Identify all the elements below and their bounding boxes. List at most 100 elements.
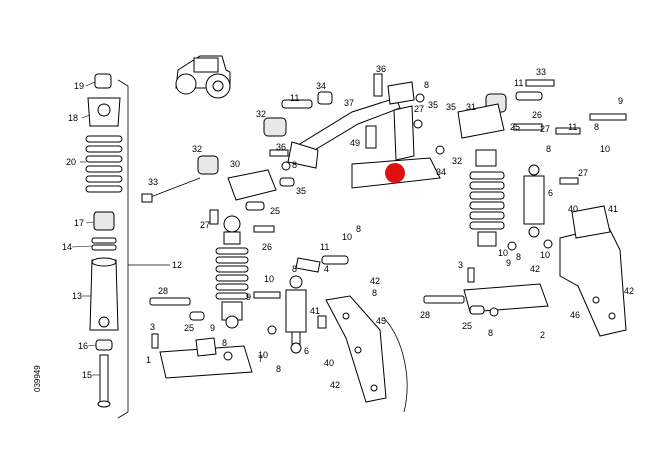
label-10d: 10 xyxy=(264,274,274,284)
tractor-icon xyxy=(175,55,231,99)
part-nut-8a xyxy=(281,161,291,171)
part-bolt-26b xyxy=(513,123,543,131)
label-35a: 35 xyxy=(296,186,306,196)
part-base-plate-2 xyxy=(463,283,549,313)
part-bottom-eye xyxy=(225,315,239,329)
part-damper-right-bottom xyxy=(528,226,540,238)
part-bolt-27b xyxy=(559,177,579,185)
part-cap-19 xyxy=(94,73,112,89)
part-bush-32a xyxy=(263,117,287,137)
label-42a: 42 xyxy=(530,264,540,274)
label-32a: 32 xyxy=(256,109,266,119)
label-8b: 8 xyxy=(424,80,429,90)
part-rod-15 xyxy=(99,354,109,404)
label-3a: 3 xyxy=(458,260,463,270)
label-10a: 10 xyxy=(600,144,610,154)
label-15: 15 xyxy=(82,370,92,380)
label-10e: 10 xyxy=(258,350,268,360)
label-49: 49 xyxy=(350,138,360,148)
label-25a: 25 xyxy=(270,206,280,216)
label-27c: 27 xyxy=(578,168,588,178)
part-bracket-40b xyxy=(571,205,611,239)
part-bolt-9b xyxy=(589,113,627,121)
part-base-lug xyxy=(195,337,217,357)
part-damper-right-body xyxy=(523,175,545,225)
label-11b: 11 xyxy=(514,78,523,88)
label-8k: 8 xyxy=(372,288,377,298)
label-6a: 6 xyxy=(548,188,553,198)
part-bush-32b xyxy=(197,155,219,175)
label-8d: 8 xyxy=(546,144,551,154)
label-42b: 42 xyxy=(624,286,634,296)
part-top-eye-right xyxy=(475,149,497,167)
damper-6 xyxy=(253,275,307,354)
shock-assembly-right xyxy=(423,79,627,337)
label-33b: 33 xyxy=(536,67,546,77)
highlight-marker xyxy=(385,163,405,183)
part-bush-16 xyxy=(95,339,113,351)
label-2: 2 xyxy=(540,330,545,340)
part-arm-clamp xyxy=(287,141,319,169)
part-pin-11 xyxy=(281,99,313,109)
label-40a: 40 xyxy=(568,204,578,214)
label-4: 4 xyxy=(324,264,329,274)
label-27d: 27 xyxy=(200,220,210,230)
part-bush-25c xyxy=(469,305,485,315)
label-8h: 8 xyxy=(292,264,297,274)
label-9c: 9 xyxy=(210,323,215,333)
label-20: 20 xyxy=(66,157,76,167)
part-nut-10a xyxy=(543,239,553,249)
label-45: 45 xyxy=(376,316,386,326)
label-17: 17 xyxy=(74,218,84,228)
part-bolt-33 xyxy=(147,177,201,199)
label-41b: 41 xyxy=(310,306,320,316)
label-42c: 42 xyxy=(370,276,380,286)
part-bracket-4 xyxy=(295,257,321,273)
label-42d: 42 xyxy=(330,380,340,390)
part-bush-25b xyxy=(189,311,205,321)
label-10c: 10 xyxy=(540,250,550,260)
part-bracket-right-top xyxy=(457,103,505,139)
part-damper-top xyxy=(91,257,117,267)
left-leaders xyxy=(71,81,100,376)
label-34b: 34 xyxy=(436,167,446,177)
part-damper6-body xyxy=(285,289,307,333)
part-bolt-9 xyxy=(253,291,281,299)
part-spring-base-right xyxy=(477,231,497,247)
label-9a: 9 xyxy=(618,96,623,106)
label-8g: 8 xyxy=(222,338,227,348)
part-damper-eye xyxy=(98,316,110,328)
bracket-40 xyxy=(317,295,408,413)
label-40b: 40 xyxy=(324,358,334,368)
part-bumpstop-17 xyxy=(93,211,115,231)
label-32c: 32 xyxy=(452,156,462,166)
part-nut-7 xyxy=(223,351,233,361)
label-31: 31 xyxy=(466,102,476,112)
part-bolt-28b xyxy=(423,295,465,304)
part-washer-14b xyxy=(91,244,117,251)
label-3b: 3 xyxy=(150,322,155,332)
drawing-number: 039949 xyxy=(33,365,42,392)
label-26a: 26 xyxy=(532,110,542,120)
label-11d: 11 xyxy=(320,242,329,252)
label-27b: 27 xyxy=(540,124,550,134)
part-damper6-rod xyxy=(291,331,301,345)
part-coil-spring-right xyxy=(469,171,505,230)
part-bush-35 xyxy=(279,177,295,187)
label-9b: 9 xyxy=(506,258,511,268)
part-bolt-36 xyxy=(269,149,289,157)
label-7: 7 xyxy=(258,354,263,364)
label-11c: 11 xyxy=(568,122,577,132)
part-spring-20 xyxy=(85,135,123,193)
label-28b: 28 xyxy=(158,286,168,296)
part-bolt-3b xyxy=(467,267,475,283)
label-1: 1 xyxy=(146,355,151,365)
shock-assembly-center xyxy=(149,209,275,379)
label-6b: 6 xyxy=(304,346,309,356)
label-19: 19 xyxy=(74,81,84,91)
label-10b: 10 xyxy=(498,248,508,258)
label-30: 30 xyxy=(230,159,240,169)
part-bolt-49 xyxy=(365,125,377,149)
